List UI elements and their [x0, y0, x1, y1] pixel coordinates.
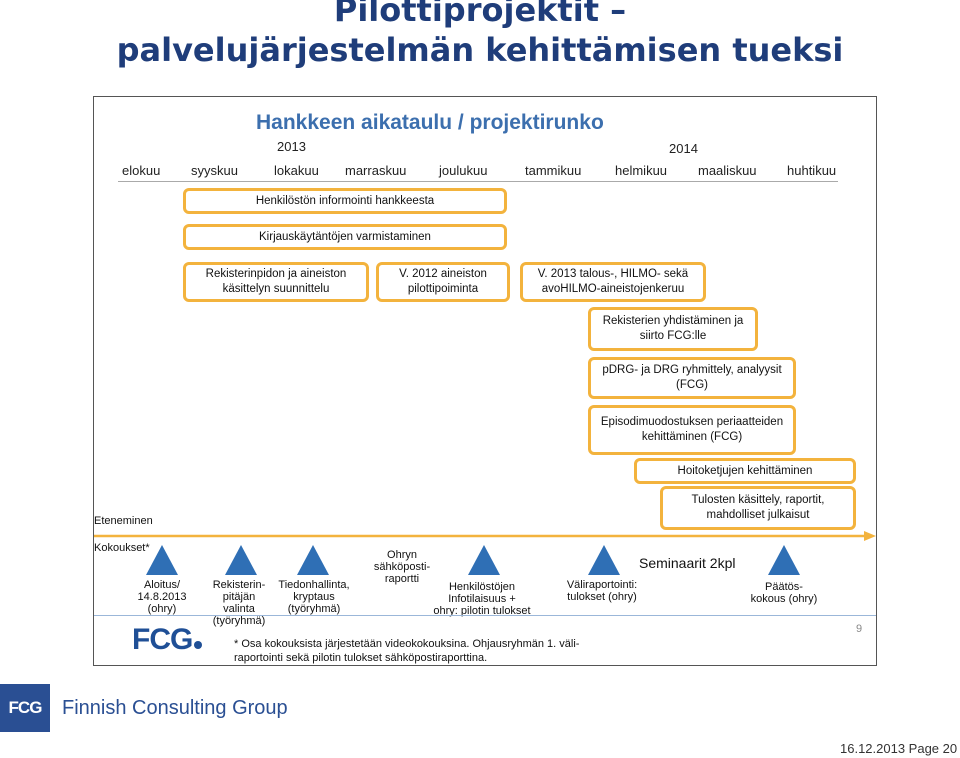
task-box: Tulosten käsittely, raportit, mahdollise… — [660, 486, 856, 530]
page-title-line-2: palvelujärjestelmän kehittämisen tueksi — [116, 31, 844, 69]
milestone-triangle — [297, 545, 329, 575]
slide-bottom-rule — [94, 615, 876, 616]
task-label: Hoitoketjujen kehittäminen — [677, 464, 813, 477]
task-box: V. 2012 aineiston pilottipoiminta — [376, 262, 510, 302]
fcg-logo: FCG — [0, 684, 50, 732]
milestone-triangle — [588, 545, 620, 575]
task-box: Henkilöstön informointi hankkeesta — [183, 188, 507, 214]
task-label: V. 2012 aineiston pilottipoiminta — [399, 268, 487, 295]
task-label: Tulosten käsittely, raportit, mahdollise… — [691, 494, 825, 521]
month-elokuu: elokuu — [122, 163, 161, 178]
eteneminen-label: Eteneminen — [94, 515, 153, 527]
task-label: Kirjauskäytäntöjen varmistaminen — [259, 230, 431, 243]
footer-date-page: 16.12.2013 Page 20 — [840, 741, 958, 756]
task-box: pDRG- ja DRG ryhmittely, analyysit (FCG) — [588, 357, 796, 399]
task-label: Episodimuodostuksen periaatteiden kehitt… — [600, 416, 784, 443]
month-joulukuu: joulukuu — [439, 163, 488, 178]
task-label: pDRG- ja DRG ryhmittely, analyysit (FCG) — [602, 364, 782, 391]
task-label: Rekisterien yhdistäminen ja siirto FCG:l… — [602, 315, 744, 342]
seminars-label: Seminaarit 2kpl — [639, 555, 736, 571]
slide-page-number: 9 — [856, 623, 863, 635]
progress-arrow — [94, 531, 876, 541]
month-maaliskuu: maaliskuu — [698, 163, 757, 178]
year-2013: 2013 — [277, 139, 306, 154]
task-label: Rekisterinpidon ja aineiston käsittelyn … — [205, 268, 347, 295]
month-syyskuu: syyskuu — [191, 163, 238, 178]
milestone-triangle — [146, 545, 178, 575]
company-name: Finnish Consulting Group — [62, 697, 288, 719]
task-box: Rekisterien yhdistäminen ja siirto FCG:l… — [588, 307, 758, 351]
task-box: Kirjauskäytäntöjen varmistaminen — [183, 224, 507, 250]
task-label: Henkilöstön informointi hankkeesta — [255, 194, 435, 207]
month-huhtikuu: huhtikuu — [787, 163, 837, 178]
task-label: V. 2013 talous-, HILMO- sekä avoHILMO-ai… — [537, 268, 689, 295]
task-box: Episodimuodostuksen periaatteiden kehitt… — [588, 405, 796, 455]
milestone-label: Tiedonhallinta, kryptaus (työryhmä) — [278, 579, 350, 615]
slide-heading: Hankkeen aikataulu / projektirunko — [256, 111, 604, 134]
task-box: Hoitoketjujen kehittäminen — [634, 458, 856, 484]
month-marraskuu: marraskuu — [345, 163, 407, 178]
page-title-line-1: Pilottiprojektit – — [333, 0, 627, 29]
milestone-label: Henkilöstöjen Infotilaisuus + ohry: pilo… — [433, 581, 531, 617]
month-helmikuu: helmikuu — [615, 163, 668, 178]
milestone-label: Ohryn sähköposti- raportti — [373, 549, 431, 585]
month-tammikuu: tammikuu — [525, 163, 582, 178]
milestone-triangle — [468, 545, 500, 575]
year-2014: 2014 — [669, 141, 698, 156]
milestone-triangle — [768, 545, 800, 575]
month-lokakuu: lokakuu — [274, 163, 319, 178]
milestone-label: Rekisterin- pitäjän valinta (työryhmä) — [212, 579, 266, 627]
task-box: V. 2013 talous-, HILMO- sekä avoHILMO-ai… — [520, 262, 706, 302]
task-box: Rekisterinpidon ja aineiston käsittelyn … — [183, 262, 369, 302]
embedded-slide: Hankkeen aikataulu / projektirunko 2013 … — [93, 96, 877, 666]
milestone-triangle — [225, 545, 257, 575]
milestone-label: Aloitus/ 14.8.2013 (ohry) — [137, 579, 187, 615]
milestone-label: Väliraportointi: tulokset (ohry) — [566, 579, 638, 603]
kokoukset-label: Kokoukset* — [94, 542, 150, 554]
month-rule — [118, 181, 838, 182]
slide-fcg-logo: FCG — [132, 623, 203, 657]
milestone-label: Päätös- kokous (ohry) — [750, 581, 818, 605]
slide-footnote: * Osa kokouksista järjestetään videokoko… — [234, 638, 580, 664]
